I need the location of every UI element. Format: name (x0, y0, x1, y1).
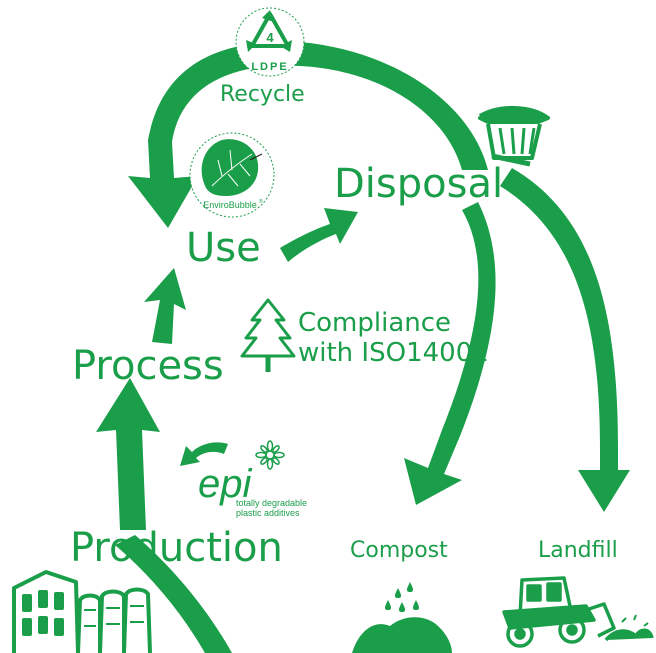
epi-tagline-line2: plastic additives (236, 508, 300, 518)
recycle-code: LDPE (251, 61, 288, 73)
production-to-process-arrow (96, 378, 160, 530)
trash-can-icon (478, 105, 550, 167)
use-label: Use (186, 225, 261, 271)
compliance-line2: with ISO14001 (298, 338, 489, 368)
disposal-label: Disposal (334, 161, 504, 207)
envirobubble-mark: ® (259, 198, 263, 205)
compliance-line1: Compliance (298, 308, 452, 338)
production-swoosh (115, 535, 232, 653)
compost-icon (352, 582, 452, 653)
landfill-label: Landfill (538, 538, 618, 563)
recycle-number: 4 (266, 30, 274, 45)
flower-icon (255, 440, 285, 470)
envirobubble-logo: EnviroBubble ® (189, 132, 275, 218)
process-label: Process (72, 343, 224, 389)
production-label: Production (70, 525, 283, 571)
envirobubble-text: EnviroBubble (203, 200, 257, 210)
epi-curved-arrow (180, 442, 228, 466)
compost-label: Compost (350, 538, 448, 563)
recycle-symbol: 4 LDPE (235, 7, 305, 77)
disposal-to-compost-arrow (404, 202, 496, 505)
pine-tree-icon (240, 298, 296, 372)
process-to-use-arrow (144, 268, 186, 344)
recycle-triangle-icon (250, 12, 290, 48)
epi-tagline-line1: totally degradable (236, 498, 307, 508)
use-to-disposal-arrow (280, 208, 358, 262)
recycle-loop-arrow (128, 41, 488, 228)
disposal-to-landfill-arrow (500, 168, 630, 512)
epi-wordmark: epi (198, 462, 252, 506)
factory-icon (12, 570, 152, 653)
bulldozer-icon (502, 576, 654, 648)
recycle-label: Recycle (220, 82, 305, 107)
